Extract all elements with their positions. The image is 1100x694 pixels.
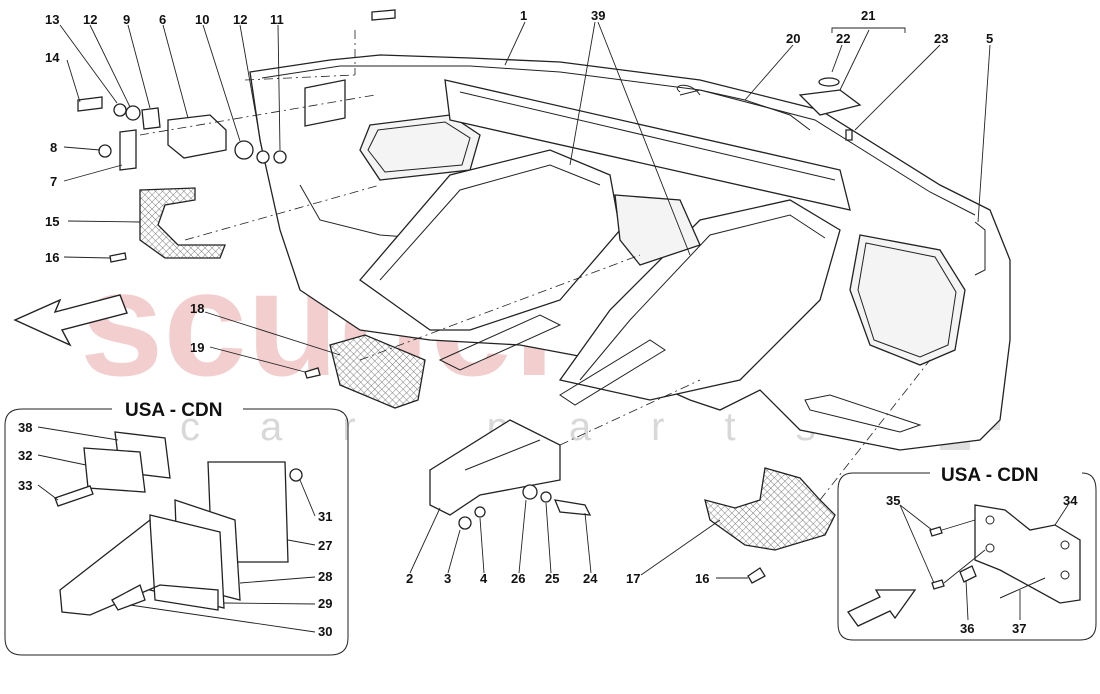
callout-33: 33 <box>18 478 32 493</box>
screw-19 <box>304 367 321 379</box>
seal-22 <box>818 77 840 87</box>
callout-12a: 12 <box>83 12 97 27</box>
inset-right-usa-cdn: USA - CDN <box>837 465 1097 641</box>
callout-15: 15 <box>45 214 59 229</box>
callout-22: 22 <box>836 31 850 46</box>
washer-31 <box>289 468 303 482</box>
bolt-14 <box>77 96 103 112</box>
callout-30: 30 <box>318 624 332 639</box>
callout-2: 2 <box>406 571 413 586</box>
callout-27: 27 <box>318 538 332 553</box>
washer-26 <box>522 484 538 500</box>
screw-16b <box>747 567 766 584</box>
callout-39: 39 <box>591 8 605 23</box>
callout-16b: 16 <box>695 571 709 586</box>
screw-35a <box>929 526 943 537</box>
bolt-33 <box>54 485 94 507</box>
washer-12 <box>125 105 141 121</box>
wire-37 <box>999 577 1046 599</box>
nut-11 <box>273 150 287 164</box>
callout-37: 37 <box>1012 621 1026 636</box>
plate-7 <box>119 129 137 171</box>
callout-9: 9 <box>123 12 130 27</box>
plate-34 <box>974 504 1081 604</box>
screw-23 <box>845 129 853 141</box>
callout-29: 29 <box>318 596 332 611</box>
callout-labels: 1 2 3 4 5 6 7 8 9 10 11 12 12 13 14 15 1… <box>18 8 1078 639</box>
bracket-6 <box>167 114 227 159</box>
callout-38: 38 <box>18 420 32 435</box>
center-support-bracket <box>429 419 592 530</box>
inset-left-usa-cdn: USA - CDN <box>4 400 349 656</box>
rear-bumper <box>249 54 1011 451</box>
callout-10: 10 <box>195 12 209 27</box>
inset-left-title: USA - CDN <box>125 400 222 421</box>
screw-16a <box>109 252 127 263</box>
callout-28: 28 <box>318 569 332 584</box>
callout-31: 31 <box>318 509 332 524</box>
mounting-bracket <box>304 79 346 127</box>
nut-3 <box>458 516 472 530</box>
callout-32: 32 <box>18 448 32 463</box>
center-opening <box>614 194 701 266</box>
bracket-assembly-top-left <box>77 9 396 171</box>
callout-19: 19 <box>190 340 204 355</box>
grille-17 <box>704 467 836 551</box>
block-32 <box>83 447 146 493</box>
callout-16a: 16 <box>45 250 59 265</box>
bracket-inset <box>59 518 219 616</box>
right-exhaust-opening <box>849 234 966 366</box>
bolt-24 <box>553 499 592 516</box>
callout-26: 26 <box>511 571 525 586</box>
pin-30 <box>111 584 146 611</box>
sensor-36 <box>959 565 977 583</box>
grille-18 <box>329 334 426 409</box>
callout-17: 17 <box>626 571 640 586</box>
inset-right-title: USA - CDN <box>941 465 1038 486</box>
callout-18: 18 <box>190 301 204 316</box>
direction-arrow-icon <box>847 589 917 627</box>
callout-35: 35 <box>886 493 900 508</box>
callout-21: 21 <box>861 8 875 23</box>
spacer-9 <box>141 107 161 130</box>
callout-12b: 12 <box>233 12 247 27</box>
callout-1: 1 <box>520 8 527 23</box>
callout-23: 23 <box>934 31 948 46</box>
callout-36: 36 <box>960 621 974 636</box>
top-bolt <box>371 9 396 21</box>
arrow-watermark-icon <box>13 294 128 347</box>
clip-10 <box>234 140 254 160</box>
washer-25 <box>540 491 552 503</box>
callout-24: 24 <box>583 571 598 586</box>
callout-25: 25 <box>545 571 559 586</box>
washer-4 <box>474 506 486 518</box>
callout-7: 7 <box>50 174 57 189</box>
grille-15 <box>139 187 226 259</box>
washer-12b <box>256 150 270 164</box>
callout-3: 3 <box>444 571 451 586</box>
callout-8: 8 <box>50 140 57 155</box>
callout-6: 6 <box>159 12 166 27</box>
callout-20: 20 <box>786 31 800 46</box>
nut-8 <box>98 144 112 158</box>
callout-14: 14 <box>45 50 60 65</box>
callout-34: 34 <box>1063 493 1078 508</box>
wiring-and-sensor <box>677 27 986 276</box>
washer-13 <box>113 103 127 117</box>
callout-5: 5 <box>986 31 993 46</box>
screw-35b <box>931 579 945 590</box>
sensor-21 <box>798 89 862 116</box>
callout-13: 13 <box>45 12 59 27</box>
right-diffuser-duct <box>558 199 841 401</box>
leader-lines <box>59 21 991 579</box>
callout-11: 11 <box>270 12 284 27</box>
callout-4: 4 <box>480 571 488 586</box>
